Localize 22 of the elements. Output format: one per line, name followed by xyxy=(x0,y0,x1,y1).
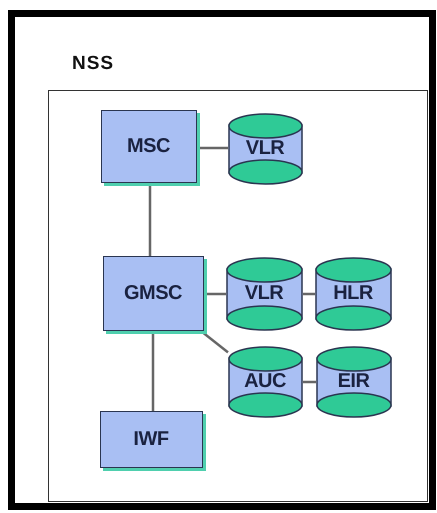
node-label: IWF xyxy=(133,428,169,450)
node-label: EIR xyxy=(338,370,370,393)
node-label: VLR xyxy=(244,282,284,305)
connector-line xyxy=(303,292,315,296)
node-label: AUC xyxy=(244,370,286,393)
group-heading: NSS xyxy=(72,53,114,75)
frame-border xyxy=(8,10,436,510)
database-cylinder xyxy=(314,256,392,330)
connector-line xyxy=(303,380,316,384)
connector-line xyxy=(197,146,228,150)
connector-line xyxy=(148,183,152,256)
group-box xyxy=(48,90,428,502)
database-cylinder xyxy=(226,256,302,330)
connector-line xyxy=(204,292,226,296)
database-cylinder xyxy=(316,346,392,418)
database-cylinder xyxy=(228,346,302,418)
database-cylinder xyxy=(228,112,302,184)
connector-line xyxy=(152,331,154,411)
node-label: MSC xyxy=(127,134,170,158)
node-label: GMSC xyxy=(124,282,182,304)
node-label: VLR xyxy=(246,137,284,160)
node-label: HLR xyxy=(333,282,373,305)
